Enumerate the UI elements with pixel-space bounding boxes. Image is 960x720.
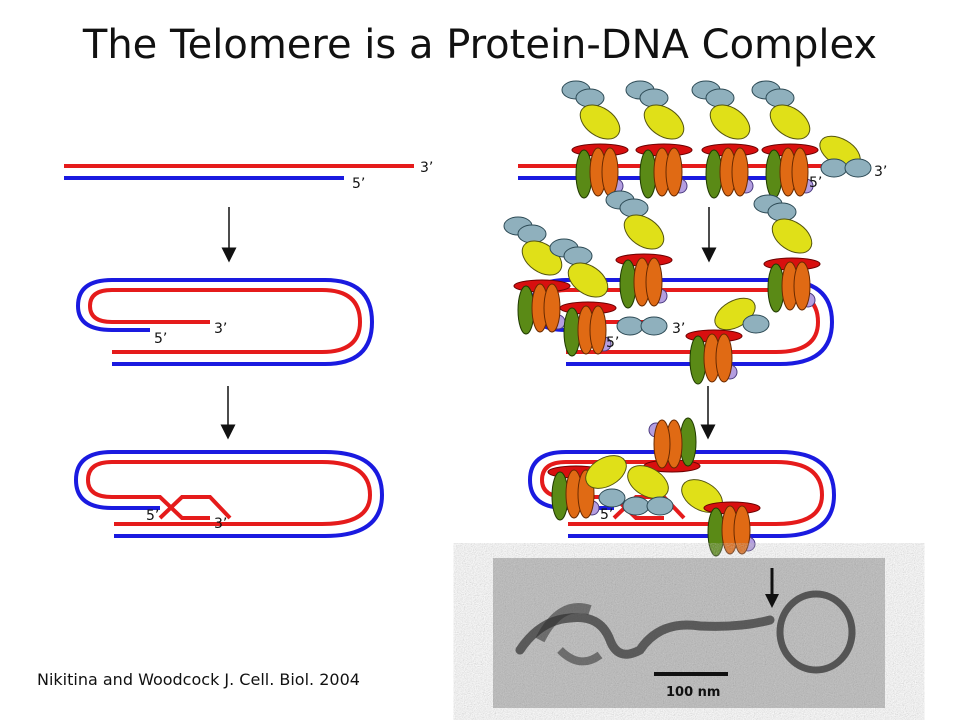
protein-complex [685,329,743,385]
protein-complex [753,194,821,313]
label-5prime: 5’ [154,331,167,347]
electron-micrograph: 100 nm [493,558,885,708]
t-loop-with-proteins: 5’ [527,417,837,557]
t-loop: 3’ 5’ [73,450,385,538]
protein-complex [503,216,571,335]
protein-complex [643,417,701,473]
page-title: The Telomere is a Protein-DNA Complex [82,22,878,68]
label-5prime: 5’ [352,176,365,192]
label-3prime: 3’ [214,321,227,337]
label-3prime: 3’ [874,164,887,180]
looped-telomere: 3’ 5’ [75,278,375,366]
label-3prime: 3’ [420,160,433,176]
scale-bar-label: 100 nm [666,685,720,700]
label-5prime: 5’ [600,507,613,523]
looped-telomere-with-proteins: 3’ 5’ [503,190,835,385]
linear-telomere-with-proteins: 3’ 5’ [518,80,887,199]
label-5prime: 5’ [809,175,822,191]
protein-complex [691,80,759,199]
citation-caption: Nikitina and Woodcock J. Cell. Biol. 200… [37,670,360,689]
protein-complex [625,80,693,199]
label-3prime: 3’ [672,321,685,337]
protein-complex [561,80,629,199]
label-3prime: 3’ [214,516,227,532]
label-5prime: 5’ [606,335,619,351]
linear-telomere: 3’ 5’ [64,160,433,192]
label-5prime: 5’ [146,508,159,524]
protein-complex [703,501,761,557]
